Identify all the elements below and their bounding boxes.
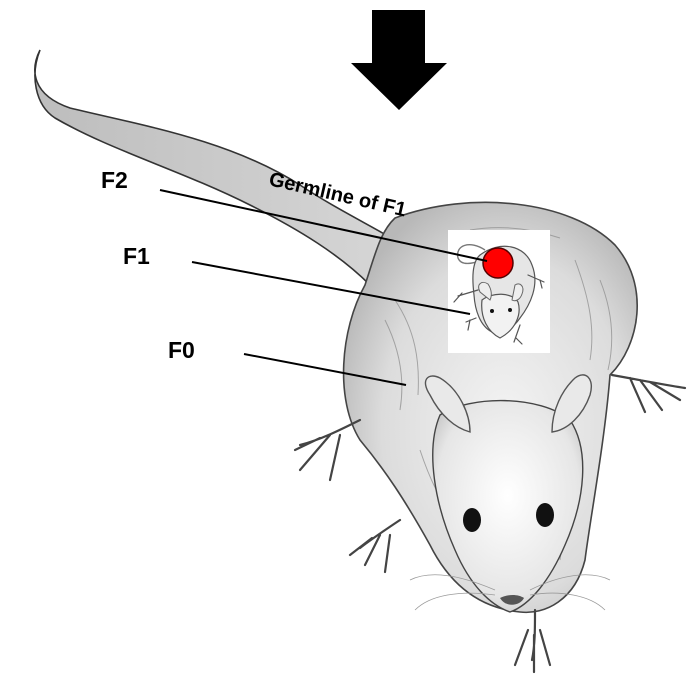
rat-tail — [35, 50, 395, 285]
down-arrow-icon — [351, 10, 447, 110]
rat-paw-right — [612, 375, 685, 412]
f0-label: F0 — [168, 337, 195, 363]
rat-paw-front-right — [515, 610, 550, 672]
rat-eye-left — [463, 508, 481, 532]
rat-paw-rear-left — [295, 420, 360, 480]
germline-dot — [483, 248, 513, 278]
fetus-inset — [448, 230, 550, 353]
rat-eye-right — [536, 503, 554, 527]
rat-paw-front-left — [350, 520, 400, 572]
rat-icon — [35, 50, 685, 672]
f2-label: F2 — [101, 167, 128, 193]
f1-label: F1 — [123, 243, 150, 269]
